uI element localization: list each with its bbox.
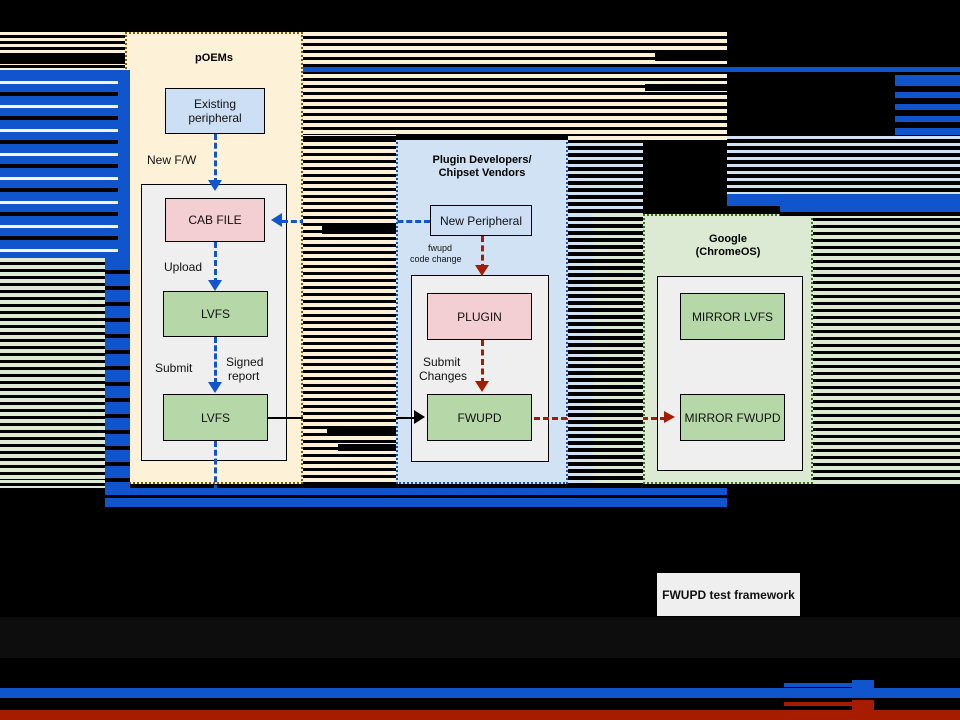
node-lvfs-upload-label: LVFS	[200, 307, 231, 321]
node-plugin-label: PLUGIN	[457, 309, 502, 324]
node-existing-peripheral-line1: Existing	[193, 97, 237, 111]
node-new-peripheral[interactable]: New Peripheral	[430, 205, 532, 236]
edge-lvfs-submit-down	[214, 441, 217, 491]
node-existing-peripheral-line2: peripheral	[188, 111, 242, 125]
label-submit-changes-line1: Submit	[423, 355, 461, 369]
node-cab-file-label: CAB FILE	[188, 213, 242, 227]
label-signed-report-line2: report	[228, 369, 260, 383]
arrowhead-newperipheral-to-cabfile	[271, 213, 282, 227]
label-new-fw: New F/W	[147, 153, 197, 167]
group-plugin-developers-title-line1: Plugin Developers/	[432, 154, 532, 166]
arrowhead-lvfs-to-lvfs	[208, 382, 222, 393]
node-mirror-lvfs[interactable]: MIRROR LVFS	[680, 293, 785, 340]
arrowhead-existing-to-cab	[208, 180, 222, 191]
node-existing-peripheral[interactable]: Existing peripheral	[165, 88, 265, 134]
edge-lvfs-to-lvfs	[214, 337, 217, 384]
group-plugin-developers-title-line2: Chipset Vendors	[438, 167, 526, 179]
node-fwupd[interactable]: FWUPD	[427, 394, 532, 441]
node-cab-file[interactable]: CAB FILE	[165, 198, 265, 242]
node-mirror-fwupd-label: MIRROR FWUPD	[684, 410, 781, 425]
group-google-chromeos-title: Google (ChromeOS)	[645, 233, 811, 259]
edge-plugin-to-fwupd	[481, 340, 484, 384]
group-plugin-developers-title: Plugin Developers/ Chipset Vendors	[398, 154, 566, 180]
label-upload: Upload	[164, 260, 203, 274]
node-fwupd-test-framework[interactable]: FWUPD test framework	[657, 573, 800, 616]
arrowhead-plugin-to-fwupd	[475, 381, 489, 392]
edge-lvfs-to-fwupd	[268, 417, 416, 419]
node-lvfs-submit[interactable]: LVFS	[163, 394, 268, 441]
arrowhead-cab-to-lvfs	[208, 280, 222, 291]
node-mirror-lvfs-label: MIRROR LVFS	[691, 309, 774, 324]
label-fwupd-code-change-line2: code change	[410, 254, 462, 264]
arrowhead-newperipheral-to-plugin	[475, 265, 489, 276]
node-lvfs-upload[interactable]: LVFS	[163, 291, 268, 337]
label-signed-report-line1: Signed	[226, 355, 264, 369]
node-fwupd-test-framework-label: FWUPD test framework	[662, 587, 795, 602]
label-submit-changes-line2: Changes	[419, 369, 468, 383]
node-new-peripheral-label: New Peripheral	[439, 213, 523, 228]
node-fwupd-label: FWUPD	[457, 410, 502, 425]
edge-fwupd-to-mirror-fwupd	[534, 417, 666, 420]
edge-newperipheral-to-plugin	[481, 236, 484, 270]
edge-existing-to-cab	[214, 134, 217, 184]
edge-newperipheral-to-cabfile	[282, 220, 430, 223]
group-poems-title: pOEMs	[195, 52, 233, 64]
arrowhead-lvfs-to-fwupd	[414, 410, 425, 424]
group-google-title-line2: (ChromeOS)	[695, 246, 761, 258]
node-mirror-fwupd[interactable]: MIRROR FWUPD	[680, 394, 785, 441]
arrowhead-fwupd-to-mirror-fwupd	[664, 411, 675, 423]
label-submit: Submit	[155, 361, 193, 375]
node-plugin[interactable]: PLUGIN	[427, 293, 532, 340]
edge-cab-to-lvfs	[214, 242, 217, 284]
group-google-title-line1: Google	[709, 233, 747, 245]
node-lvfs-submit-label: LVFS	[200, 410, 231, 425]
label-fwupd-code-change-line1: fwupd	[428, 243, 453, 253]
